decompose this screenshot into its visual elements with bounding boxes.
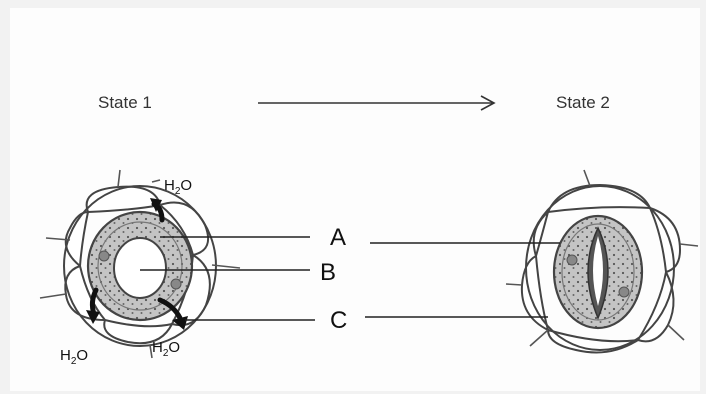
h2o-label-bottom-right: H2O [152,339,180,359]
stoma-closed [39,169,241,359]
label-a: A [330,224,346,251]
veins-left [39,169,241,359]
guard-cells-right [552,214,644,330]
label-c: C [330,307,347,334]
cell-boundary-right [525,185,675,351]
label-b: B [320,259,336,286]
h2o-label-bottom-left: H2O [60,347,88,367]
state-2-label: State 2 [556,93,610,112]
guard-cells-left [86,210,194,322]
stoma-open [505,169,699,354]
leader-lines [140,236,560,321]
state-1-label: State 1 [98,93,152,112]
water-outflow-arrows [86,198,188,330]
veins-right [505,169,699,347]
transition-arrow [258,95,496,111]
h2o-label-top: H2O [164,177,192,197]
